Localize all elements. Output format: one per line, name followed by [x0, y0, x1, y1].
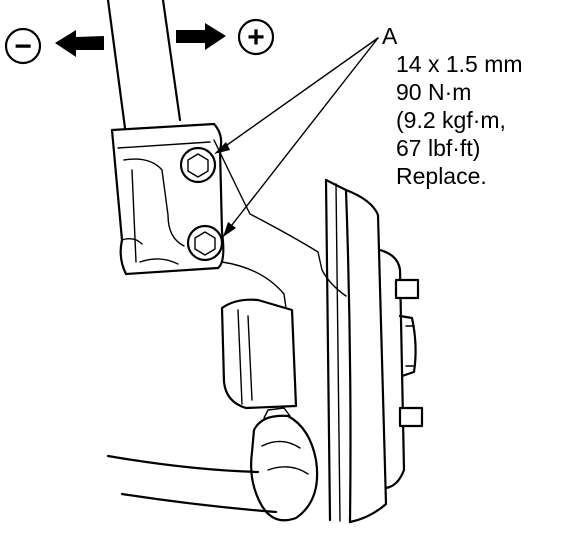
leader-line-upper	[219, 37, 379, 151]
plus-circle-icon	[237, 18, 275, 56]
lower-mounting-bolt	[186, 224, 224, 262]
plus-sign: +	[247, 21, 265, 54]
right-arrow-icon	[176, 23, 226, 50]
leader-arrowhead-lower-icon	[223, 222, 236, 237]
minus-circle-icon	[4, 27, 42, 65]
callout-torque-nm: 90 N·m	[396, 79, 471, 105]
leader-arrowhead-upper-icon	[214, 142, 230, 154]
brake-caliper	[220, 298, 298, 410]
left-arrow-icon	[55, 30, 104, 57]
strut-tube	[106, 0, 182, 130]
upper-mounting-bolt	[179, 146, 217, 184]
callout-label: A 14 x 1.5 mm 90 N·m (9.2 kgf·m, 67 lbf·…	[382, 23, 523, 189]
upper-wheel-stud	[394, 278, 420, 300]
callout-leaders	[214, 37, 379, 237]
knuckle-bracket	[110, 122, 225, 276]
leader-line-lower	[227, 37, 379, 231]
callout-bolt-size: 14 x 1.5 mm	[396, 51, 523, 77]
callout-torque-kgfm: (9.2 kgf·m,	[396, 107, 506, 133]
lower-control-arm	[106, 407, 319, 522]
callout-letter: A	[382, 23, 398, 49]
plus-direction-indicator: +	[176, 18, 275, 56]
minus-sign: −	[14, 30, 32, 63]
minus-direction-indicator: −	[4, 27, 104, 65]
brake-hose	[213, 139, 347, 309]
callout-torque-lbfft: 67 lbf·ft)	[396, 135, 480, 161]
wheel-hub	[378, 248, 424, 490]
callout-replace-note: Replace.	[396, 163, 487, 189]
lower-wheel-stud	[398, 406, 424, 428]
brake-rotor	[324, 178, 388, 524]
